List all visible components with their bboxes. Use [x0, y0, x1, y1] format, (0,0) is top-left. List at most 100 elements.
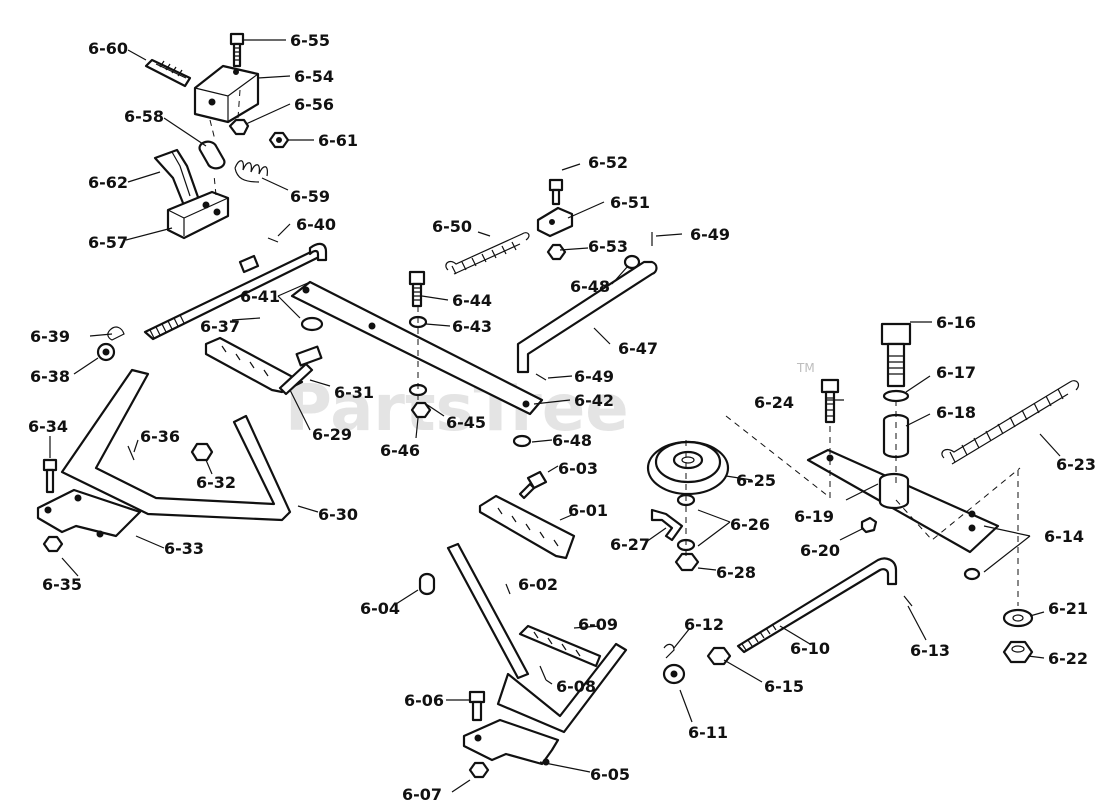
pin-6-36[interactable] — [127, 445, 135, 461]
spacer-6-58[interactable] — [198, 140, 226, 170]
label-6-43: 6-43 — [452, 317, 492, 336]
label-6-08: 6-08 — [556, 677, 596, 696]
lever-6-02[interactable] — [446, 542, 628, 734]
pin-6-13[interactable] — [903, 595, 913, 607]
label-6-13: 6-13 — [910, 641, 950, 660]
washer-6-21[interactable] — [1002, 608, 1034, 628]
label-6-40: 6-40 — [296, 215, 336, 234]
label-6-59: 6-59 — [290, 187, 330, 206]
label-6-45: 6-45 — [446, 413, 486, 432]
bolt-6-16[interactable] — [880, 322, 912, 388]
label-6-37: 6-37 — [200, 317, 240, 336]
bolt-6-52[interactable] — [548, 178, 564, 206]
washer-6-48-lower[interactable] — [512, 434, 532, 448]
washer-6-17[interactable] — [882, 389, 910, 403]
nut-6-35[interactable] — [42, 535, 64, 553]
mount-plate-6-05[interactable] — [462, 718, 560, 766]
label-6-58: 6-58 — [124, 107, 164, 126]
mount-plate-6-33[interactable] — [36, 488, 142, 538]
label-6-03: 6-03 — [558, 459, 598, 478]
bolt-6-06[interactable] — [468, 690, 486, 722]
bolt-6-24[interactable] — [820, 378, 840, 424]
ferrule-6-11[interactable] — [662, 663, 686, 685]
label-6-30: 6-30 — [318, 505, 358, 524]
label-6-57: 6-57 — [88, 233, 128, 252]
lever-6-30[interactable] — [60, 368, 292, 522]
label-6-39: 6-39 — [30, 327, 70, 346]
rod-6-47[interactable] — [516, 260, 658, 374]
bolt-6-34[interactable] — [42, 458, 58, 494]
plate-6-09[interactable] — [518, 624, 602, 668]
leader-lines — [49, 39, 1061, 793]
label-6-52: 6-52 — [588, 153, 628, 172]
pulley-6-25[interactable] — [646, 440, 730, 496]
clip-6-39[interactable] — [107, 326, 125, 341]
label-6-41: 6-41 — [240, 287, 280, 306]
washer-6-48-top[interactable] — [623, 254, 641, 270]
label-6-14: 6-14 — [1044, 527, 1084, 546]
label-6-05: 6-05 — [590, 765, 630, 784]
bolt-6-31[interactable] — [278, 345, 323, 396]
label-6-50: 6-50 — [432, 217, 472, 236]
bolt-6-03[interactable] — [518, 470, 548, 500]
spring-6-59[interactable] — [234, 160, 268, 183]
nut-6-53[interactable] — [546, 243, 567, 261]
arm-6-19[interactable] — [806, 448, 1000, 554]
label-6-48-lower: 6-48 — [552, 431, 592, 450]
plate-6-29[interactable] — [204, 336, 304, 394]
watermark: PartsTree — [285, 372, 629, 446]
label-6-18: 6-18 — [936, 403, 976, 422]
label-6-02: 6-02 — [518, 575, 558, 594]
label-6-26: 6-26 — [730, 515, 770, 534]
label-6-51: 6-51 — [610, 193, 650, 212]
bracket-6-27[interactable] — [650, 508, 684, 542]
pin-6-08[interactable] — [539, 665, 547, 681]
bolt-6-44[interactable] — [408, 270, 426, 308]
pin-6-49-mid[interactable] — [535, 373, 547, 381]
bracket-6-54[interactable] — [193, 64, 260, 124]
clip-6-12[interactable] — [663, 643, 675, 659]
label-6-21: 6-21 — [1048, 599, 1088, 618]
spring-6-23[interactable] — [941, 380, 1080, 465]
label-6-15: 6-15 — [764, 677, 804, 696]
label-6-55: 6-55 — [290, 31, 330, 50]
label-6-44: 6-44 — [452, 291, 492, 310]
nut-6-61[interactable] — [268, 131, 290, 149]
label-6-19: 6-19 — [794, 507, 834, 526]
label-6-28: 6-28 — [716, 563, 756, 582]
washer-6-41[interactable] — [300, 316, 324, 332]
spring-6-50[interactable] — [445, 232, 530, 275]
nut-6-56[interactable] — [228, 118, 250, 136]
fitting-6-20[interactable] — [860, 516, 878, 534]
label-6-33: 6-33 — [164, 539, 204, 558]
rod-6-10[interactable] — [736, 557, 898, 654]
bushing-6-04[interactable] — [418, 572, 436, 596]
label-6-53: 6-53 — [588, 237, 628, 256]
plate-6-01[interactable] — [478, 494, 576, 560]
bolt-6-55[interactable] — [229, 32, 245, 68]
bolt-6-60[interactable] — [144, 58, 192, 88]
label-6-04: 6-04 — [360, 599, 400, 618]
nut-6-46[interactable] — [410, 401, 432, 419]
label-6-11: 6-11 — [688, 723, 728, 742]
label-6-01: 6-01 — [568, 501, 608, 520]
bracket-6-57[interactable] — [166, 190, 230, 240]
label-6-09: 6-09 — [578, 615, 618, 634]
nut-6-22[interactable] — [1002, 640, 1034, 664]
bar-6-42[interactable] — [290, 280, 544, 416]
bracket-6-51[interactable] — [536, 206, 574, 238]
label-6-60: 6-60 — [88, 39, 128, 58]
washer-6-14[interactable] — [963, 567, 981, 581]
label-6-12: 6-12 — [684, 615, 724, 634]
ferrule-6-38[interactable] — [96, 342, 116, 362]
nut-6-28[interactable] — [674, 552, 700, 572]
nut-6-07[interactable] — [468, 761, 490, 779]
label-6-07: 6-07 — [402, 785, 442, 804]
label-6-61: 6-61 — [318, 131, 358, 150]
rod-6-37[interactable] — [143, 242, 328, 341]
nut-6-32[interactable] — [190, 442, 214, 462]
label-6-47: 6-47 — [618, 339, 658, 358]
label-6-10: 6-10 — [790, 639, 830, 658]
label-6-27: 6-27 — [610, 535, 650, 554]
